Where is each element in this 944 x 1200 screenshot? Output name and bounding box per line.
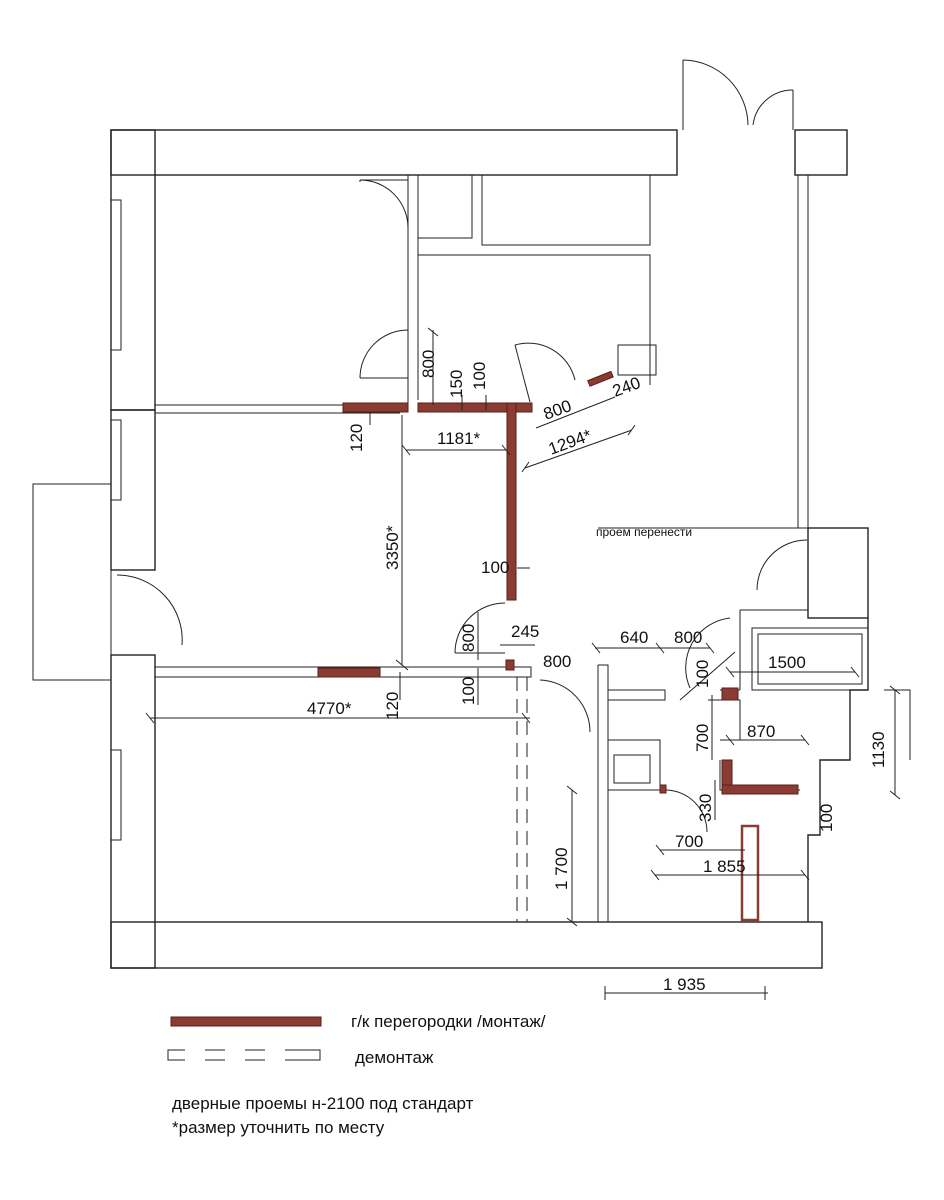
legend-symbols [167,1016,322,1061]
balcony-door [682,59,794,130]
note-door-height: дверные проемы н-2100 под стандарт [172,1094,474,1113]
dim-1130: 1130 [869,731,888,768]
dim-700-vert: 700 [693,724,712,752]
dim-120-low: 120 [383,692,402,720]
dim-800-door: 800 [543,652,571,671]
dim-800-diag: 800 [541,396,574,424]
legend-demolish-swatch [167,1049,321,1061]
inner-walls [154,174,869,923]
dim-3350: 3350* [383,525,402,570]
dim-1500: 1500 [768,653,806,672]
dim-245: 245 [511,622,539,641]
dim-120-top: 120 [347,424,366,452]
dim-1935: 1 935 [663,975,706,994]
door-swings [116,179,808,833]
legend-install-swatch [170,1016,322,1027]
dim-330: 330 [696,794,715,822]
dim-100-low: 100 [459,677,478,705]
dim-100-bath: 100 [693,660,712,688]
dim-150: 150 [447,370,466,398]
dim-4770: 4770* [307,699,352,718]
demolish-lines [516,677,528,922]
dim-800-left: 800 [459,624,478,652]
dim-1855: 1 855 [703,857,746,876]
dim-100-mid: 100 [481,558,509,577]
relocate-opening-note: проем перенести [596,525,692,539]
dim-1700: 1 700 [552,847,571,890]
dim-800-vert: 800 [419,350,438,378]
dim-640: 640 [620,628,648,647]
dimension-lines [145,327,901,1000]
legend-demolish-label: демонтаж [355,1048,434,1067]
dim-100-top: 100 [470,362,489,390]
dim-240: 240 [610,373,643,401]
dim-1294: 1294* [546,426,595,459]
dim-100-right: 100 [817,804,836,832]
dim-700-horiz: 700 [675,832,703,851]
dimension-labels: 120 800 150 100 1181* 800 240 1294* 3350… [307,350,888,994]
gk-partitions [317,370,799,922]
dim-1181: 1181* [437,429,481,448]
note-verify-size: *размер уточнить по месту [172,1118,385,1137]
dim-870: 870 [747,722,775,741]
dim-800-right: 800 [674,628,702,647]
legend-install-label: г/к перегородки /монтаж/ [351,1012,546,1031]
